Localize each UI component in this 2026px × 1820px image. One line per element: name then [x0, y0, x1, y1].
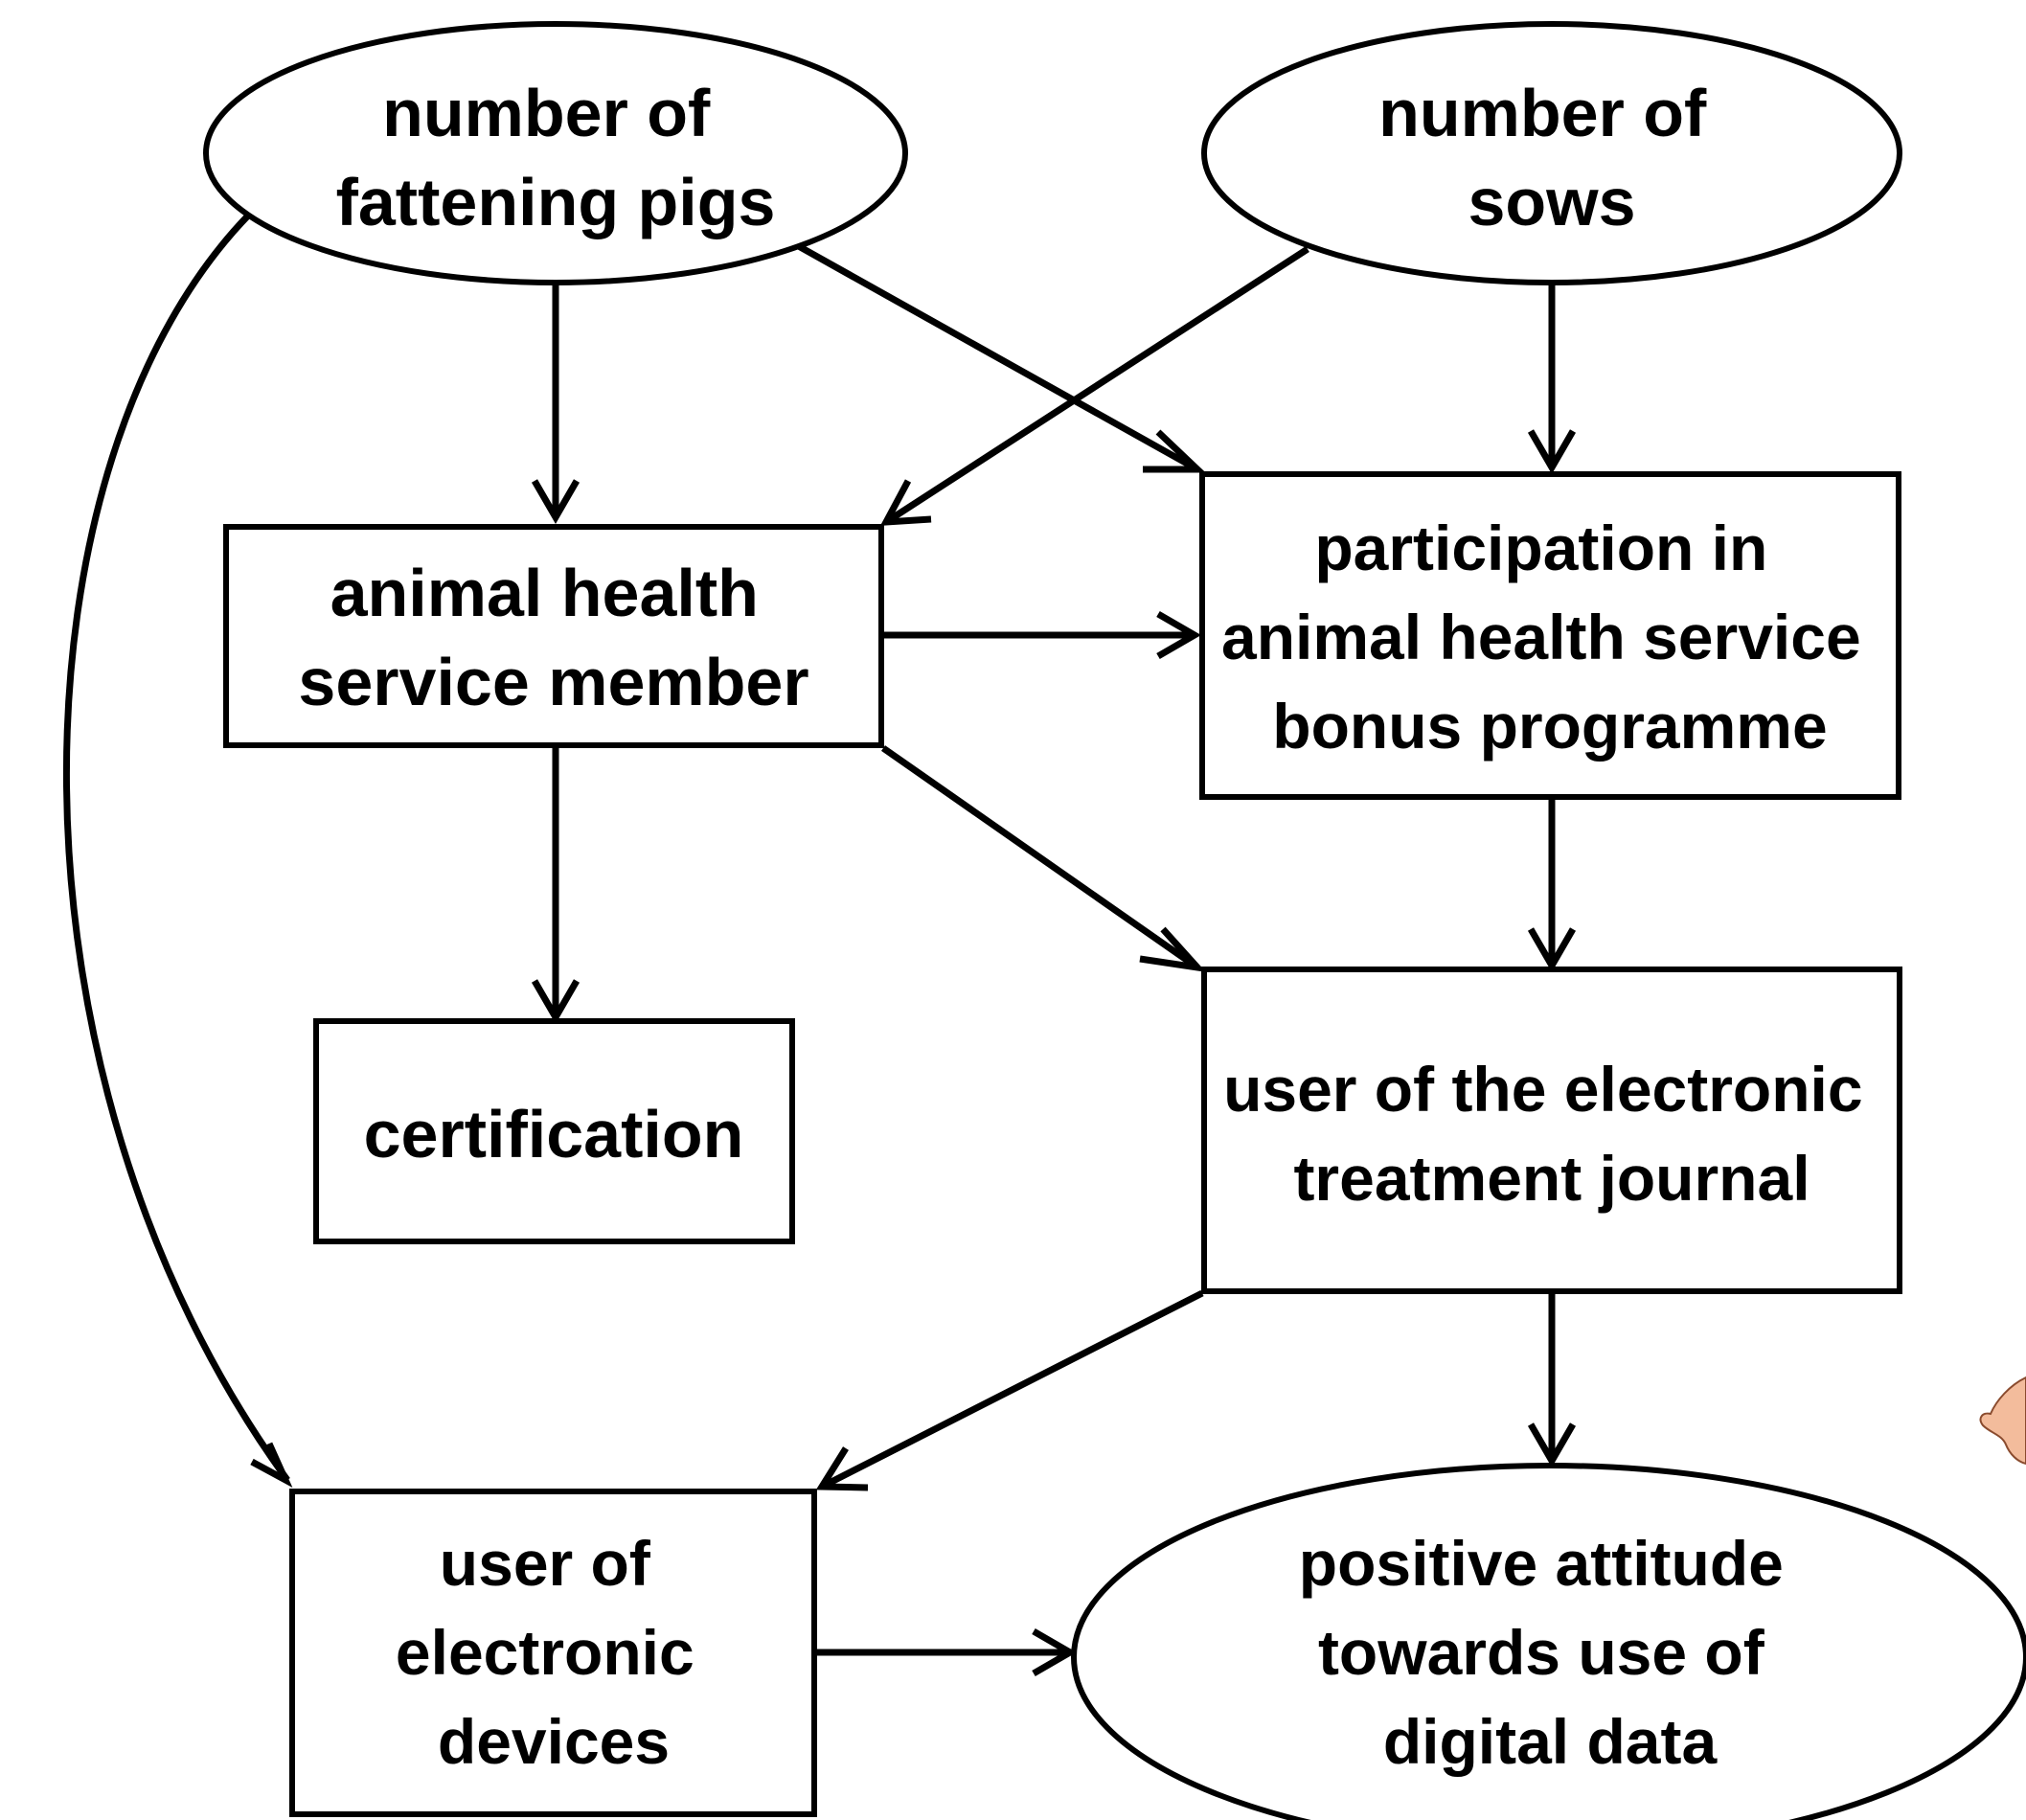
edge-sows-to-bonus-programme [1527, 284, 1577, 474]
edge-ahs-member-to-bonus-programme [883, 610, 1201, 660]
node-label: number of sows [1378, 76, 1725, 239]
edge-bonus-programme-to-treatment-journal [1527, 797, 1577, 972]
node-positive-attitude: positive attitude towards use of digital… [1071, 1463, 2026, 1820]
node-number-of-sows: number of sows [1201, 21, 1902, 285]
edge-treatment-journal-to-positive-attitude [1527, 1293, 1577, 1467]
edge-treatment-journal-to-electronic-devices [815, 1289, 1204, 1491]
node-certification: certification [313, 1018, 795, 1244]
node-label: user of electronic devices [396, 1528, 712, 1777]
node-number-of-fattening-pigs: number of fattening pigs [203, 21, 908, 285]
node-electronic-devices-user: user of electronic devices [289, 1489, 817, 1817]
node-animal-health-service-member: animal health service member [223, 524, 884, 748]
edge-electronic-devices-to-positive-attitude [816, 1627, 1077, 1677]
node-label: positive attitude towards use of digital… [1299, 1528, 1801, 1777]
edge-fattening-pigs-to-electronic-devices [63, 210, 293, 1489]
node-bonus-programme-participation: participation in animal health service b… [1199, 471, 1901, 800]
node-electronic-treatment-journal-user: user of the electronic treatment journal [1201, 967, 1902, 1294]
edge-fattening-pigs-to-ahs-member [531, 284, 580, 524]
node-label: certification [364, 1097, 744, 1172]
node-label: participation in animal health service b… [1221, 512, 1878, 762]
edge-ahs-member-to-treatment-journal [880, 745, 1207, 972]
edge-sows-to-ahs-member [879, 246, 1309, 526]
node-label: number of fattening pigs [336, 76, 776, 239]
node-label: animal health service member [298, 556, 808, 719]
edge-fattening-pigs-to-bonus-programme [793, 240, 1206, 473]
edge-ahs-member-to-certification [531, 748, 580, 1024]
pointing-hand-icon [1979, 1376, 2026, 1466]
node-label: user of the electronic treatment journal [1223, 1054, 1880, 1214]
